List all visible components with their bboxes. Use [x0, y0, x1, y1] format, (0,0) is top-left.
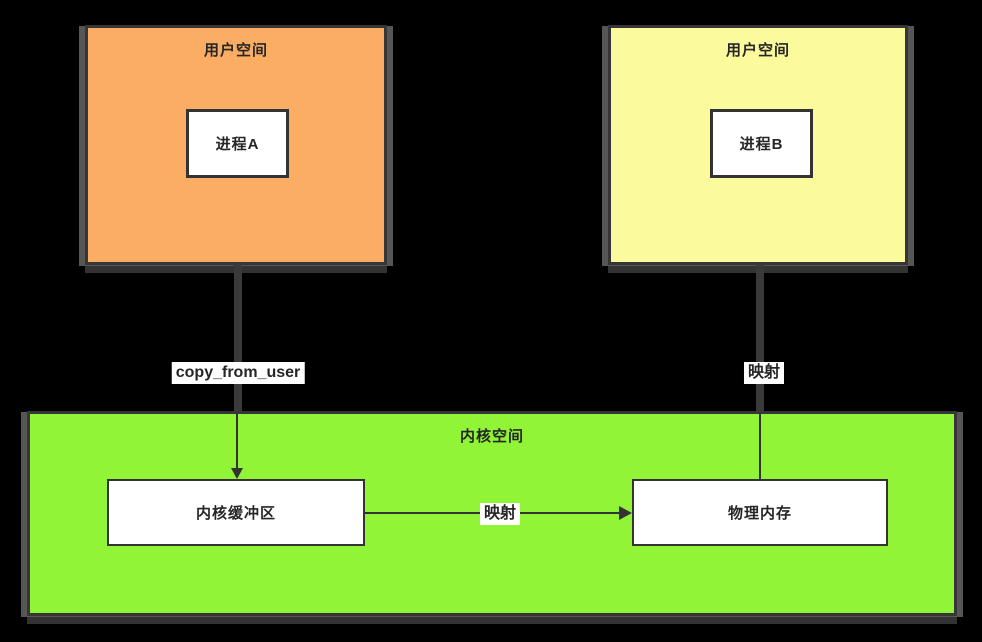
kernel-buffer-label: 内核缓冲区 — [195, 505, 276, 522]
user-space-b-box: 用户空间 进程B — [608, 25, 908, 265]
process-b-box: 进程B — [710, 109, 813, 178]
process-a-box: 进程A — [186, 109, 289, 178]
edge-map-buffer-memory-label: 映射 — [479, 503, 521, 525]
physical-memory-label: 物理内存 — [727, 505, 792, 522]
kernel-space-box: 内核空间 内核缓冲区 物理内存 — [27, 411, 957, 616]
process-b-label: 进程B — [739, 136, 784, 153]
edge-process-b-to-kernel-line — [756, 264, 764, 412]
edge-process-b-to-physical-memory-line — [759, 413, 761, 479]
kernel-buffer-box: 内核缓冲区 — [107, 479, 365, 546]
edge-arrow-into-kernel-buffer-line — [236, 413, 238, 469]
physical-memory-box: 物理内存 — [632, 479, 888, 546]
process-a-label: 进程A — [215, 136, 260, 153]
edge-map-process-b-label: 映射 — [743, 362, 785, 384]
kernel-space-title: 内核空间 — [459, 428, 524, 445]
user-space-a-title: 用户空间 — [203, 42, 268, 59]
edge-process-a-to-kernel-line — [234, 264, 242, 412]
arrow-down-icon — [231, 468, 243, 479]
arrow-right-icon — [619, 506, 632, 520]
user-space-b-title: 用户空间 — [725, 42, 790, 59]
edge-copy-from-user-label: copy_from_user — [171, 362, 305, 384]
user-space-a-box: 用户空间 进程A — [85, 25, 387, 265]
